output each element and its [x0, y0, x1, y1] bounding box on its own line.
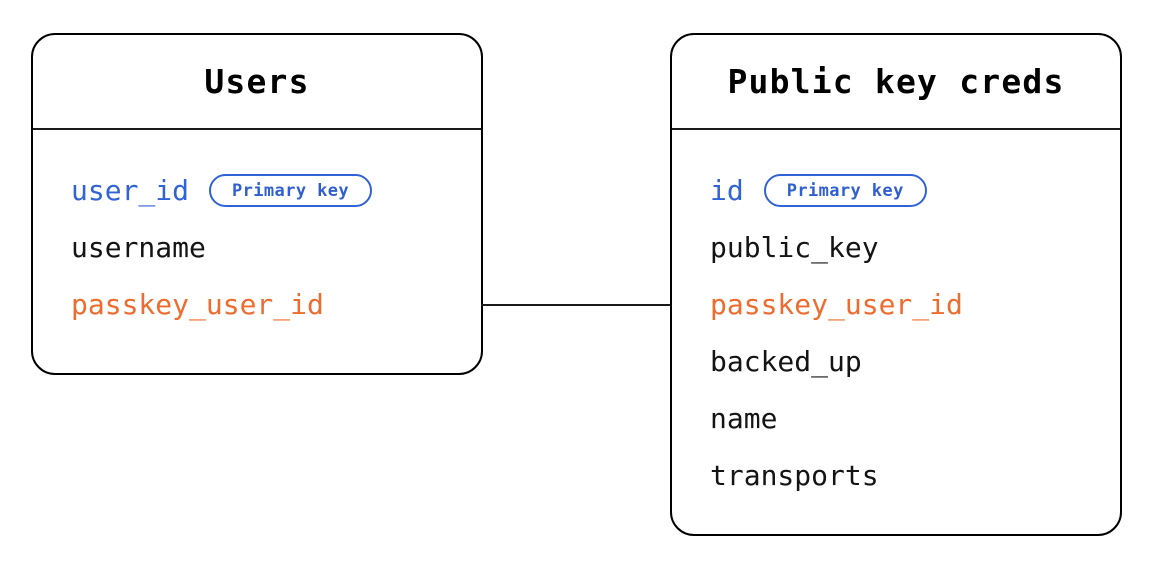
field-name: passkey_user_id: [710, 287, 963, 321]
field-row[interactable]: user_id Primary key: [33, 162, 481, 219]
entity-title-divider: [33, 128, 481, 130]
field-name: username: [71, 230, 206, 264]
field-row[interactable]: passkey_user_id: [672, 276, 1120, 333]
entity-field-list-public-key-creds: id Primary key public_key passkey_user_i…: [672, 128, 1120, 534]
field-row[interactable]: public_key: [672, 219, 1120, 276]
entity-field-list-users: user_id Primary key username passkey_use…: [33, 128, 481, 373]
primary-key-badge: Primary key: [209, 174, 372, 207]
field-row[interactable]: name: [672, 390, 1120, 447]
field-name: user_id: [71, 173, 190, 207]
field-name: passkey_user_id: [71, 287, 324, 321]
field-name: backed_up: [710, 344, 862, 378]
relationship-connector-line: [481, 303, 672, 306]
field-row[interactable]: passkey_user_id: [33, 276, 481, 333]
entity-title-divider: [672, 128, 1120, 130]
primary-key-badge: Primary key: [763, 174, 927, 207]
field-row[interactable]: transports: [672, 447, 1120, 504]
field-name: name: [710, 401, 778, 435]
entity-title-public-key-creds: Public key creds: [727, 62, 1065, 101]
field-name: id: [710, 173, 744, 207]
field-name: transports: [710, 458, 879, 492]
field-row[interactable]: username: [33, 219, 481, 276]
entity-title-users: Users: [204, 62, 310, 101]
entity-box-users[interactable]: Users user_id Primary key username passk…: [31, 33, 483, 375]
field-row[interactable]: id Primary key: [672, 162, 1120, 219]
field-name: public_key: [710, 230, 879, 264]
entity-box-public-key-creds[interactable]: Public key creds id Primary key public_k…: [670, 33, 1122, 536]
field-row[interactable]: backed_up: [672, 333, 1120, 390]
